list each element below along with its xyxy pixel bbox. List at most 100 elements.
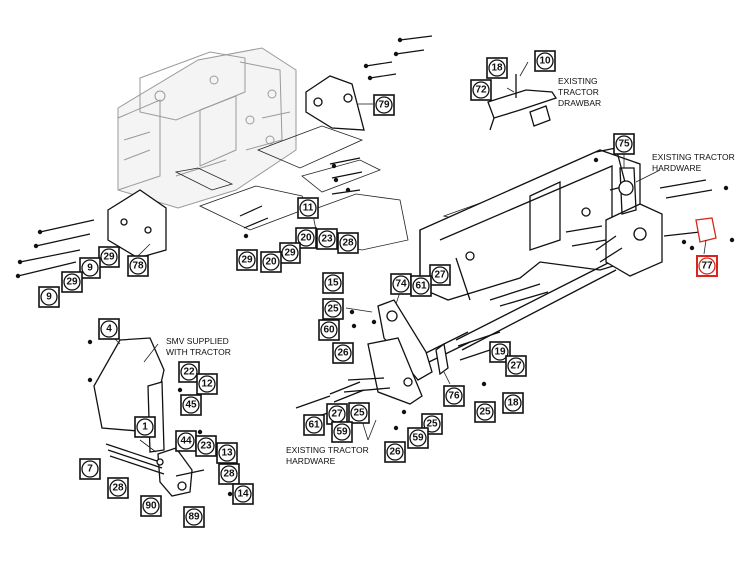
callout-20-label: 20 [265,257,277,268]
ghost-frame [117,47,297,209]
callout-4-label: 4 [106,324,112,335]
callout-28[interactable]: 28 [337,232,359,254]
callout-25[interactable]: 25 [474,401,496,423]
callout-27[interactable]: 27 [326,403,348,425]
callout-26-label: 26 [389,447,401,458]
callout-18[interactable]: 18 [502,392,524,414]
callout-20-label: 20 [300,233,312,244]
callout-89[interactable]: 89 [183,506,205,528]
callout-14[interactable]: 14 [232,483,254,505]
callout-9-label: 9 [46,292,52,303]
right-bracket [595,167,717,277]
callout-29-label: 29 [66,277,78,288]
note-smv-line2: WITH TRACTOR [166,347,231,357]
callout-19[interactable]: 19 [489,341,511,363]
callout-26[interactable]: 26 [384,441,406,463]
callout-1[interactable]: 1 [134,416,156,438]
callout-28[interactable]: 28 [218,463,240,485]
callout-25[interactable]: 25 [421,413,443,435]
main-frame [391,147,641,381]
callout-59[interactable]: 59 [407,427,429,449]
callout-61[interactable]: 61 [303,414,325,436]
callout-25[interactable]: 25 [348,402,370,424]
callout-59[interactable]: 59 [331,421,353,443]
callout-61-label: 61 [308,420,320,431]
note-drawbar-line3: DRAWBAR [558,98,601,108]
callout-59-label: 59 [336,427,348,438]
callout-78[interactable]: 78 [127,255,149,277]
callout-7[interactable]: 7 [79,458,101,480]
callout-18-label: 18 [507,398,519,409]
callout-90[interactable]: 90 [140,495,162,517]
callout-23[interactable]: 23 [195,435,217,457]
callout-76-label: 76 [448,391,460,402]
callout-12[interactable]: 12 [196,373,218,395]
callout-28[interactable]: 28 [107,477,129,499]
callout-23-label: 23 [200,441,212,452]
note-drawbar-line1: EXISTING [558,76,598,86]
callout-26-label: 26 [337,348,349,359]
note-drawbar: EXISTING TRACTOR DRAWBAR [558,76,601,108]
callout-9[interactable]: 9 [79,257,101,279]
callout-75[interactable]: 75 [613,133,635,155]
callout-72-label: 72 [475,85,487,96]
callout-78-label: 78 [132,261,144,272]
callout-29[interactable]: 29 [279,242,301,264]
callout-20[interactable]: 20 [295,227,317,249]
callout-20[interactable]: 20 [260,251,282,273]
callout-25-label: 25 [479,407,491,418]
callout-25[interactable]: 25 [322,298,344,320]
callout-22[interactable]: 22 [178,361,200,383]
callout-13[interactable]: 13 [216,442,238,464]
callout-29[interactable]: 29 [61,271,83,293]
callout-77-label: 77 [701,261,713,272]
callout-77-highlighted[interactable]: 77 [696,255,718,277]
callout-27-label: 27 [434,270,446,281]
callout-11[interactable]: 11 [297,197,319,219]
callout-27[interactable]: 27 [429,264,451,286]
callout-79[interactable]: 79 [373,94,395,116]
callout-90-label: 90 [145,501,157,512]
note-hardware-bottom-line2: HARDWARE [286,456,336,466]
callout-22-label: 22 [183,367,195,378]
callout-74[interactable]: 74 [390,273,412,295]
callout-61[interactable]: 61 [410,275,432,297]
callout-28-label: 28 [223,469,235,480]
bracket-79 [305,75,365,131]
note-hardware-right: EXISTING TRACTOR HARDWARE [652,152,735,173]
drawbar-bracket-72 [487,74,558,131]
callout-13-label: 13 [221,448,233,459]
callout-75-label: 75 [618,139,630,150]
callout-89-label: 89 [188,512,200,523]
callout-18[interactable]: 18 [486,57,508,79]
callout-28-label: 28 [112,483,124,494]
callout-44[interactable]: 44 [175,430,197,452]
callout-10[interactable]: 10 [534,50,556,72]
callout-61-label: 61 [415,281,427,292]
callout-60-label: 60 [323,325,335,336]
callout-60[interactable]: 60 [318,319,340,341]
callout-9[interactable]: 9 [38,286,60,308]
callout-25-label: 25 [327,304,339,315]
callout-27[interactable]: 27 [505,355,527,377]
callout-72[interactable]: 72 [470,79,492,101]
linkage-74 [329,299,449,405]
callout-45-label: 45 [185,400,197,411]
callout-12-label: 12 [201,379,213,390]
callout-23-label: 23 [321,234,333,245]
callout-76[interactable]: 76 [443,385,465,407]
callout-29[interactable]: 29 [236,249,258,271]
callout-29[interactable]: 29 [98,246,120,268]
callout-28-label: 28 [342,238,354,249]
callout-26[interactable]: 26 [332,342,354,364]
callout-18-label: 18 [491,63,503,74]
callout-23[interactable]: 23 [316,228,338,250]
hardware-bolts [15,35,735,497]
callout-15[interactable]: 15 [322,272,344,294]
callout-45[interactable]: 45 [180,394,202,416]
callout-4[interactable]: 4 [98,318,120,340]
note-hardware-right-line2: HARDWARE [652,163,702,173]
callout-layer: 79 18 10 72 75 77 78 29 9 29 9 29 20 29 … [38,50,718,528]
